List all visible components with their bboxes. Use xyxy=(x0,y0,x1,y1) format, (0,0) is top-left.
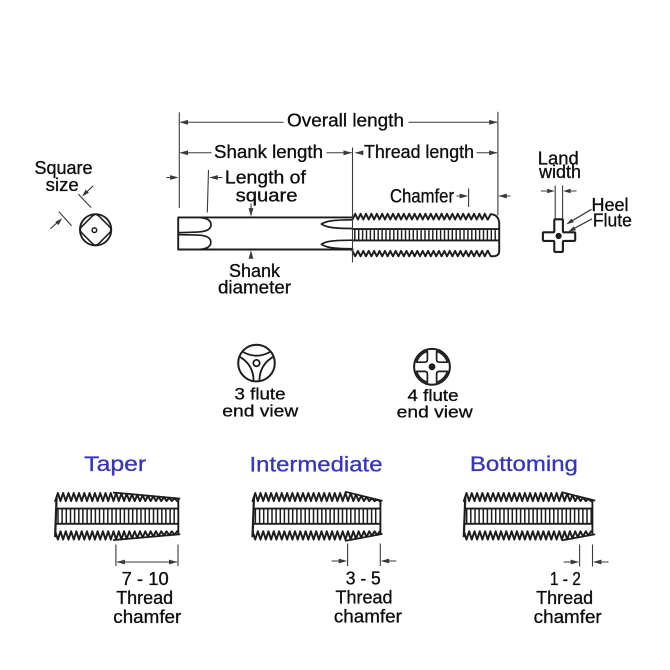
svg-text:chamfer: chamfer xyxy=(334,607,402,627)
svg-text:end view: end view xyxy=(397,403,474,422)
svg-text:Shank: Shank xyxy=(229,261,281,281)
svg-text:Flute: Flute xyxy=(593,210,632,230)
svg-text:Shank length: Shank length xyxy=(214,142,323,162)
svg-text:chamfer: chamfer xyxy=(534,607,602,627)
svg-text:diameter: diameter xyxy=(218,278,291,298)
svg-text:Heel: Heel xyxy=(592,195,629,215)
svg-text:Thread length: Thread length xyxy=(364,142,474,162)
svg-text:Square: Square xyxy=(35,158,93,178)
svg-text:chamfer: chamfer xyxy=(113,607,181,627)
svg-text:Overall length: Overall length xyxy=(287,111,404,131)
svg-text:Intermediate: Intermediate xyxy=(250,453,383,476)
svg-text:size: size xyxy=(46,175,79,195)
svg-text:3 - 5: 3 - 5 xyxy=(346,569,381,589)
svg-text:Chamfer: Chamfer xyxy=(390,187,455,208)
svg-text:Length of: Length of xyxy=(225,168,307,188)
svg-text:Land: Land xyxy=(538,148,579,168)
svg-text:square: square xyxy=(236,186,298,206)
svg-text:width: width xyxy=(538,162,581,182)
svg-text:end view: end view xyxy=(222,401,299,420)
svg-text:Taper: Taper xyxy=(84,453,146,476)
svg-text:7 - 10: 7 - 10 xyxy=(122,569,169,589)
svg-text:4 flute: 4 flute xyxy=(408,386,459,405)
svg-text:Thread: Thread xyxy=(336,588,393,608)
svg-text:Thread: Thread xyxy=(536,588,593,608)
svg-text:Thread: Thread xyxy=(116,588,173,608)
svg-text:3 flute: 3 flute xyxy=(235,385,286,404)
svg-text:1 - 2: 1 - 2 xyxy=(550,569,581,589)
svg-text:Bottoming: Bottoming xyxy=(470,453,578,476)
